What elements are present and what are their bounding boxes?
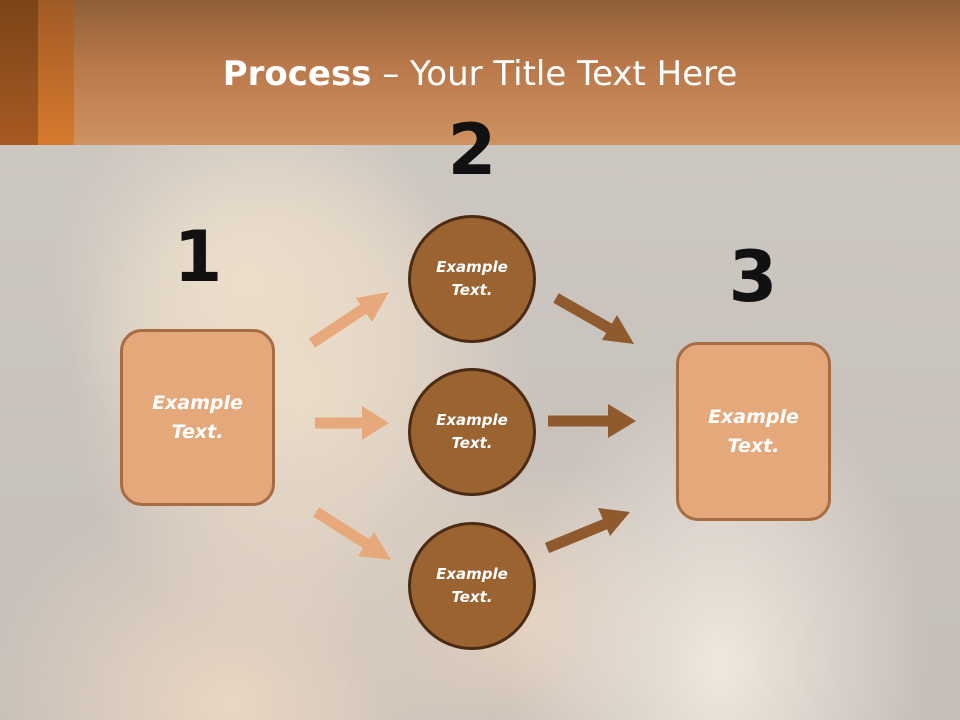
arrow-circle-middle-to-box3 bbox=[548, 404, 636, 438]
circle-bottom-line2: Text. bbox=[451, 588, 493, 606]
header-accent-dark bbox=[0, 0, 38, 145]
arrow-box1-to-circle-top bbox=[308, 292, 389, 348]
step-3-label-line1: Example bbox=[708, 405, 799, 428]
step-2-circle-middle[interactable]: Example Text. bbox=[408, 368, 536, 496]
circle-bottom-line1: Example bbox=[436, 565, 508, 583]
step-number-2: 2 bbox=[447, 109, 497, 191]
title-bar: Process – Your Title Text Here bbox=[0, 0, 960, 145]
title-rest: – Your Title Text Here bbox=[371, 54, 738, 94]
step-number-1: 1 bbox=[173, 216, 223, 298]
slide-title[interactable]: Process – Your Title Text Here bbox=[0, 52, 960, 96]
step-1-label-line1: Example bbox=[152, 391, 243, 414]
step-number-3: 3 bbox=[728, 236, 778, 318]
header-accent-orange bbox=[38, 0, 74, 145]
title-bold: Process bbox=[222, 54, 372, 94]
step-3-box[interactable]: Example Text. bbox=[676, 342, 831, 521]
circle-top-line2: Text. bbox=[451, 281, 493, 299]
step-3-label-line2: Text. bbox=[727, 434, 780, 457]
arrow-box1-to-circle-bottom bbox=[313, 507, 391, 560]
circle-middle-line1: Example bbox=[436, 411, 508, 429]
arrow-box1-to-circle-middle bbox=[315, 406, 389, 440]
circle-top-line1: Example bbox=[436, 258, 508, 276]
step-2-circle-top[interactable]: Example Text. bbox=[408, 215, 536, 343]
step-1-label-line2: Text. bbox=[171, 420, 224, 443]
step-2-circle-bottom[interactable]: Example Text. bbox=[408, 522, 536, 650]
arrow-circle-bottom-to-box3 bbox=[544, 508, 630, 554]
circle-middle-line2: Text. bbox=[451, 434, 493, 452]
step-1-box[interactable]: Example Text. bbox=[120, 329, 275, 506]
arrow-circle-top-to-box3 bbox=[553, 293, 634, 344]
